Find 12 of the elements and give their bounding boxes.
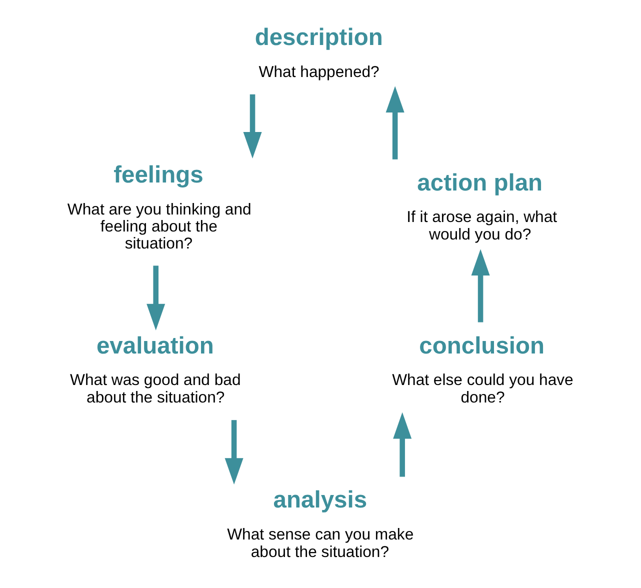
node-text: evaluation What was good and bad about the situation? bbox=[70, 332, 241, 406]
arrow bbox=[386, 86, 404, 160]
arrow bbox=[243, 94, 262, 158]
arrow bbox=[224, 420, 244, 485]
node-text: analysis What sense can you make about the situation? bbox=[227, 486, 414, 561]
arrow bbox=[146, 266, 166, 330]
node-text: feelings What are you thinking and feeling about the situation? bbox=[67, 161, 252, 253]
arrow bbox=[471, 249, 490, 322]
node-text: action plan If it arose again, what would you do? bbox=[406, 169, 558, 244]
node-text: conclusion What else could you have done? bbox=[392, 332, 574, 406]
arrow bbox=[393, 412, 412, 477]
node-text: description What happened? bbox=[254, 24, 383, 82]
